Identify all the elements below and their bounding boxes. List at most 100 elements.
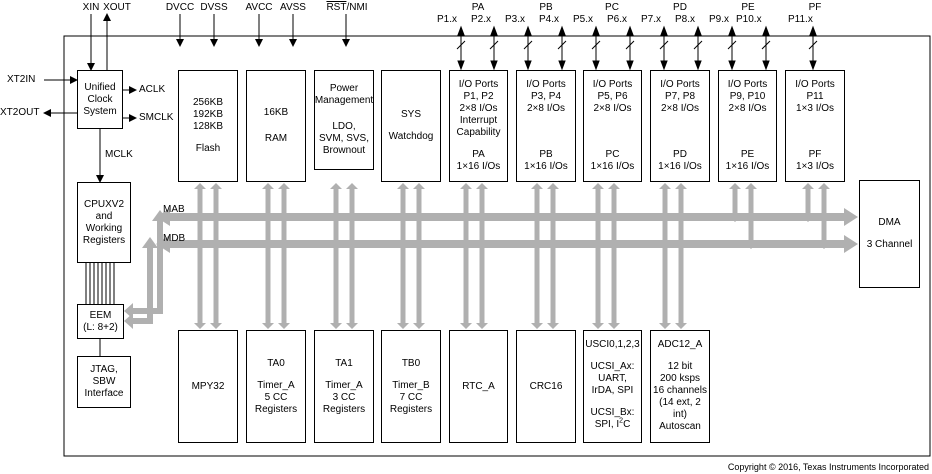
bus-link-top <box>413 183 425 249</box>
port-pd-block: I/O Ports P7, P8 2×8 I/Os PD 1×16 I/Os <box>650 70 710 182</box>
rtc-a-block: RTC_A <box>449 330 508 443</box>
pa-line-2: P1, P2 <box>463 91 494 102</box>
usci-ax-irda: IrDA, SPI <box>591 385 634 396</box>
port-pa-block: I/O Ports P1, P2 2×8 I/Os Interrupt Capa… <box>449 70 508 182</box>
usci-ax-uart: UART, <box>598 373 627 384</box>
eem-line-1: EEM <box>89 309 112 321</box>
power-management-block: Power Management LDO, SVM, SVS, Brownout <box>314 70 374 170</box>
pin-xin-label: XIN <box>82 2 100 13</box>
adc12-block: ADC12_A 12 bit 200 ksps 16 channels (14 … <box>650 330 710 443</box>
bus-link-top <box>547 183 559 249</box>
pd-line-2: P7, P8 <box>664 91 696 102</box>
bus-link-top <box>659 183 671 222</box>
pf-line-5: 1×3 I/Os <box>795 161 835 172</box>
bus-link-top <box>194 183 206 222</box>
adc-line-5: (14 ext, 2 int) <box>659 397 701 420</box>
pm-line-3: LDO, <box>332 121 356 132</box>
sys-watchdog-block: SYS Watchdog <box>381 70 441 182</box>
mdb-bus <box>170 240 846 248</box>
jtag-line-2: SBW <box>92 376 116 387</box>
pa-line-7: 1×16 I/Os <box>456 161 501 172</box>
tb0-line-4: Registers <box>389 403 433 415</box>
tb0-title: TB0 <box>401 357 421 369</box>
pin-dvss-label: DVSS <box>200 2 228 13</box>
usci-title: USCI0,1,2,3 <box>585 339 640 350</box>
pc-line-1: I/O Ports <box>592 79 633 90</box>
mpy32-title: MPY32 <box>191 380 225 392</box>
pd-line-1: I/O Ports <box>660 79 700 90</box>
usci-bx-spi-text: SPI, I <box>594 419 620 430</box>
eem-mdb-link-h <box>132 318 153 324</box>
port-pin-arrow-up <box>524 25 532 36</box>
bus-link-bottom <box>476 239 488 329</box>
bus-link-top <box>397 183 409 222</box>
bus-link-top <box>745 183 757 249</box>
port-pa-group-label: PA <box>471 2 485 13</box>
mdb-label: MDB <box>163 233 186 244</box>
pc-line-4: PC <box>605 149 620 160</box>
device-outline <box>63 35 931 457</box>
usci-bx-superscript: 2 <box>619 417 624 425</box>
port-pb-block: I/O Ports P3, P4 2×8 I/Os PB 1×16 I/Os <box>516 70 576 182</box>
adc-title: ADC12_A <box>657 339 703 350</box>
ucs-line-2: Clock <box>87 93 113 105</box>
port-pf-group-label: PF <box>808 2 822 13</box>
bus-link-top <box>592 183 604 222</box>
ta1-line-2: Timer_A <box>325 379 363 391</box>
pin-xt2in-label: XT2IN <box>7 74 36 85</box>
pb-line-3: 2×8 I/Os <box>526 103 566 114</box>
rtc-title: RTC_A <box>462 380 495 392</box>
pm-line-1: Power <box>329 83 359 94</box>
pf-line-1: I/O Ports <box>795 79 835 90</box>
port-pe-group-label: PE <box>741 2 755 13</box>
pin-p9-label: P9.x <box>709 14 730 25</box>
bus-link-top <box>460 183 472 222</box>
bus-link-bottom <box>675 239 687 329</box>
bus-link-bottom <box>194 212 206 329</box>
pin-p8-label: P8.x <box>675 14 696 25</box>
port-pin-arrow-down <box>558 60 566 71</box>
port-pin-bus-slash <box>591 40 601 50</box>
bus-link-bottom <box>531 212 543 329</box>
jtag-block: JTAG, SBW Interface <box>77 356 131 408</box>
bus-link-bottom <box>460 212 472 329</box>
pe-line-5: 1×16 I/Os <box>725 161 770 172</box>
bus-link-top <box>330 183 342 222</box>
ta1-block: TA1 Timer_A 3 CC Registers <box>314 330 374 443</box>
port-pin-arrow-down <box>660 60 668 71</box>
pb-line-5: 1×16 I/Os <box>524 161 568 172</box>
pc-line-5: 1×16 I/Os <box>590 161 635 172</box>
cpu-line-1: CPUXV2 <box>83 198 124 210</box>
pe-line-4: PE <box>740 149 755 160</box>
pa-line-3: 2×8 I/Os <box>459 103 498 114</box>
aclk-label: ACLK <box>139 84 166 95</box>
flash-title: Flash <box>195 143 221 154</box>
pe-line-2: P9, P10 <box>729 91 766 102</box>
pb-line-2: P3, P4 <box>530 91 562 102</box>
pin-xt2out-label: XT2OUT <box>0 107 40 118</box>
pin-dvcc-label: DVCC <box>165 2 195 13</box>
ta1-line-3: 3 CC <box>332 391 356 403</box>
pin-p4-label: P4.x <box>539 14 560 25</box>
cpu-block: CPUXV2 and Working Registers <box>77 182 131 263</box>
port-pin-arrow-up <box>626 25 634 36</box>
mpy32-block: MPY32 <box>178 330 238 443</box>
ta0-title: TA0 <box>267 357 285 369</box>
adc-line-6: Autoscan <box>659 421 701 432</box>
port-pc-block: I/O Ports P5, P6 2×8 I/Os PC 1×16 I/Os <box>583 70 642 182</box>
ram-block: 16KB RAM <box>246 70 306 182</box>
vertical-bus-links <box>194 183 830 329</box>
pd-line-4: PD <box>673 149 687 160</box>
sys-watchdog: Watchdog <box>388 131 434 142</box>
port-pin-arrow-up <box>694 25 702 36</box>
pin-p10-label: P10.x <box>736 14 762 25</box>
pin-p11-label: P11.x <box>788 14 813 25</box>
port-pin-bus-slash <box>456 40 466 50</box>
signal-wires <box>43 13 350 356</box>
mab-label: MAB <box>163 204 185 215</box>
usci-bx-label: UCSI_Bx: <box>590 407 635 418</box>
bus-link-bottom <box>413 239 425 329</box>
ta0-line-2: Timer_A <box>257 379 295 391</box>
pm-line-5: Brownout <box>322 145 366 156</box>
